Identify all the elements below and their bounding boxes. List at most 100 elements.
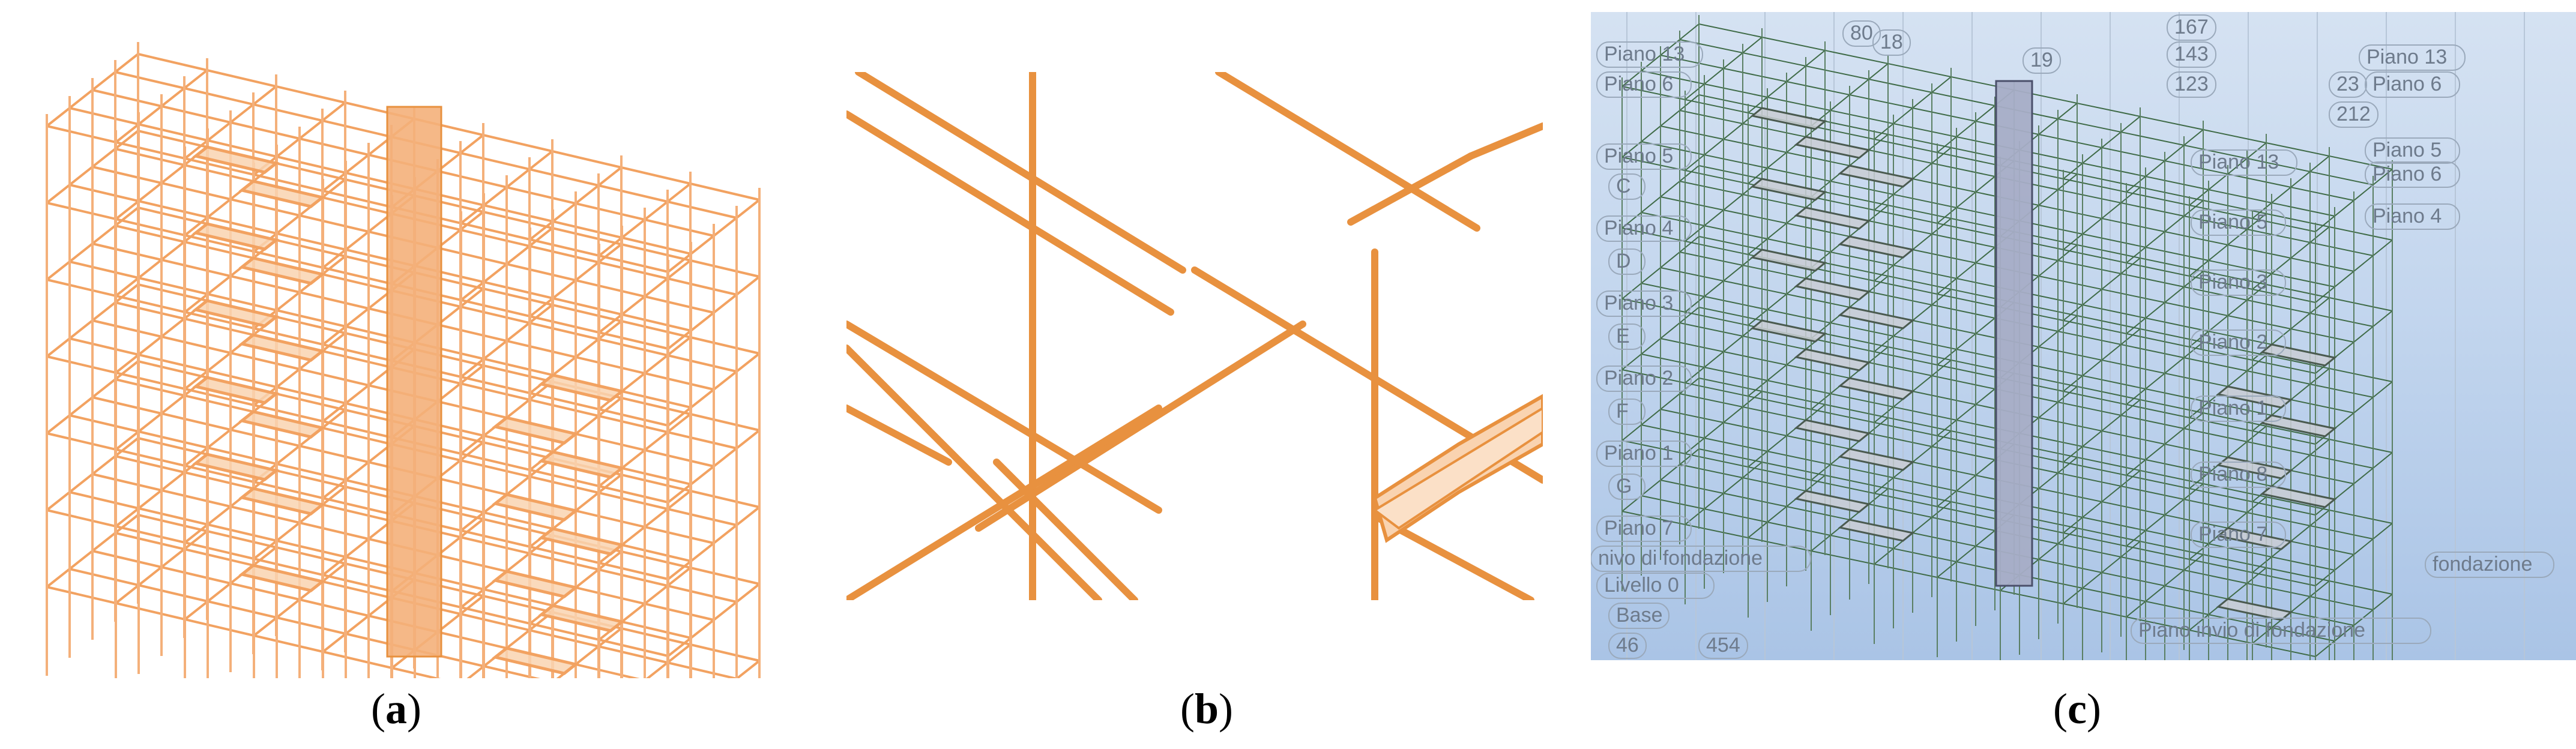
level-label: Piano 7 — [1604, 517, 1673, 540]
slab-panel — [1750, 107, 1827, 130]
level-label: 454 — [1706, 634, 1740, 657]
panel-b-detail-view — [846, 72, 1543, 600]
level-label: fondazione — [2433, 553, 2532, 576]
slab-panel — [1838, 235, 1915, 259]
slab-panel — [1794, 277, 1871, 301]
level-label: Base — [1616, 604, 1663, 627]
slab-panel — [1838, 164, 1915, 188]
slab-panel — [238, 564, 326, 592]
slab-panel — [1794, 419, 1871, 442]
level-label: Piano 3 — [2198, 271, 2267, 293]
label-bubble — [1596, 441, 1692, 467]
slab-panel — [192, 376, 280, 405]
beam-line — [1641, 353, 2335, 500]
label-bubble — [2131, 618, 2431, 644]
slab-panel — [192, 453, 280, 481]
label-bubble — [2191, 396, 2286, 422]
slab-panel — [1794, 206, 1871, 230]
slab-panel — [238, 256, 326, 285]
level-label: Livello 0 — [1604, 574, 1679, 597]
beam-line — [1641, 495, 2335, 642]
label-bubble — [2365, 203, 2460, 230]
label-bubble — [1596, 516, 1692, 542]
level-label: 143 — [2174, 43, 2209, 65]
label-bubble — [1596, 290, 1692, 317]
beam-line — [1347, 152, 1474, 226]
slab-panel — [1794, 136, 1871, 159]
label-bubble — [1596, 41, 1703, 68]
beam-line — [1641, 141, 2335, 287]
level-label: Piano 6 — [2372, 163, 2442, 185]
beam-line — [137, 53, 760, 201]
slab-panel — [1838, 448, 1915, 471]
slab-panel — [492, 493, 579, 522]
level-label: Piano 5 — [1604, 145, 1673, 167]
level-label: 80 — [1850, 22, 1873, 44]
level-label: 19 — [2030, 49, 2053, 71]
slab-panel — [1794, 490, 1871, 513]
slab-panel — [238, 487, 326, 516]
slab-panel — [492, 570, 579, 598]
level-label: 212 — [2336, 103, 2371, 125]
level-label: Piano 6 — [2372, 73, 2442, 95]
level-label: Piano 2 — [2198, 331, 2267, 353]
beam-line — [735, 660, 761, 678]
label-bubble — [1608, 323, 1645, 350]
label-bubble — [1608, 248, 1645, 275]
beam-line — [1621, 369, 2316, 516]
level-label: E — [1616, 325, 1630, 347]
slab-panel — [1750, 248, 1827, 272]
slab-panel — [1794, 348, 1871, 371]
slab-panel — [538, 604, 626, 633]
level-label: 123 — [2174, 73, 2209, 95]
beam-line — [1641, 283, 2335, 429]
label-bubble — [2359, 44, 2466, 71]
beam-line — [1621, 440, 2316, 586]
level-label: G — [1616, 475, 1632, 498]
label-bubble — [2191, 149, 2297, 176]
level-label: Piano invio di fondazione — [2138, 619, 2365, 642]
label-bubble — [1608, 173, 1645, 200]
panel-a-wireframe-model — [0, 0, 828, 678]
beam-line — [846, 110, 1174, 316]
beam-line — [137, 514, 760, 662]
beam-line — [1698, 448, 2393, 595]
beam-line — [46, 432, 669, 580]
slab-panel — [1372, 406, 1543, 530]
slab-panel — [492, 646, 579, 675]
beam-line — [46, 202, 669, 350]
level-label: 46 — [1616, 634, 1639, 657]
slab-panel — [238, 179, 326, 208]
level-label: 167 — [2174, 16, 2209, 38]
slab-panel — [192, 299, 280, 328]
level-label: Piano 4 — [2372, 205, 2442, 227]
label-bubble — [2329, 101, 2378, 128]
beam-line — [1467, 122, 1543, 160]
detail-joint-svg — [846, 72, 1543, 600]
beam-line — [846, 320, 1162, 514]
label-bubble — [2191, 269, 2286, 296]
beam-line — [46, 125, 669, 273]
beam-line — [846, 344, 1102, 600]
slab-panel — [1750, 178, 1827, 201]
level-label: F — [1616, 400, 1629, 423]
slab-panel — [1838, 306, 1915, 329]
label-bubble — [2167, 41, 2216, 68]
slab-panel — [2216, 598, 2293, 621]
label-bubble — [1608, 399, 1645, 425]
beam-line — [1641, 212, 2335, 358]
label-bubble — [2167, 71, 2216, 98]
beam-line — [993, 459, 1138, 600]
beam-line — [69, 107, 692, 255]
level-label: Piano 3 — [1604, 292, 1673, 314]
label-bubble — [1596, 143, 1692, 170]
label-bubble — [1872, 29, 1911, 56]
slab-panel — [238, 333, 326, 362]
slab-panel — [538, 527, 626, 556]
slab-panel — [1750, 319, 1827, 343]
beam-line — [46, 278, 669, 427]
slab-panel — [2216, 527, 2293, 550]
stair-core — [1995, 80, 2033, 587]
slab-panel — [538, 373, 626, 402]
